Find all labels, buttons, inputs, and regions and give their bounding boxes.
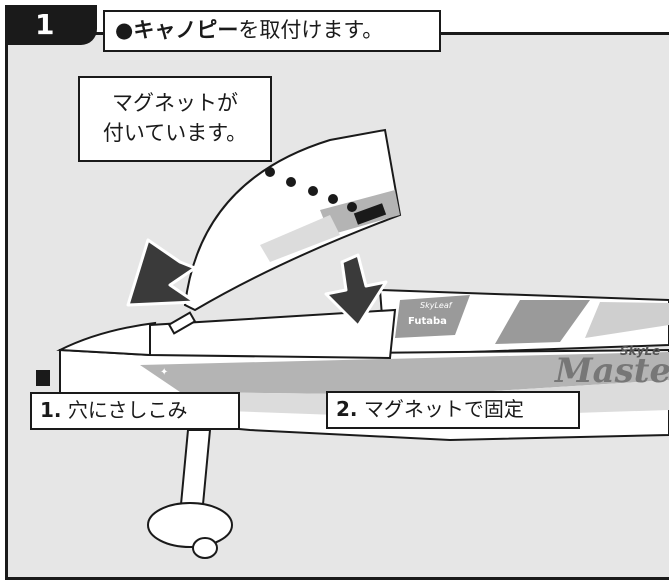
skyleaf-large-decal: SkyLe [620, 344, 660, 358]
prop-hub [36, 370, 50, 386]
canopy [183, 128, 402, 312]
title-bold: ●キャノピー [115, 18, 239, 42]
skyleaf-small-decal: SkyLeaf [420, 301, 453, 310]
fuselage-stripe-dark [140, 352, 669, 395]
step-number-badge: 1 [5, 5, 97, 45]
callout-line-1: マグネットが [112, 91, 238, 115]
futaba-decal: Futaba [408, 316, 447, 327]
wheel-pant [147, 502, 233, 548]
step-title: ●キャノピーを取付けます。 [103, 10, 441, 52]
label-number: 2. [336, 397, 358, 421]
title-rest: を取付けます。 [238, 18, 384, 42]
magnet-dot [265, 167, 275, 177]
callout-line-2: 付いています。 [102, 121, 248, 145]
label-number: 1. [40, 398, 62, 422]
step-label-magnet: 2. マグネットで固定 [326, 391, 580, 429]
step-label-insert: 1. 穴にさしこみ [30, 392, 240, 430]
press-arrow [324, 253, 388, 328]
label-text: マグネットで固定 [363, 397, 524, 421]
magnet-block [353, 203, 387, 225]
magnet-dot [286, 177, 296, 187]
magnet-dot [347, 202, 357, 212]
fuselage-nose [56, 321, 157, 357]
canopy-opening [149, 308, 397, 360]
magnet-dot [308, 186, 318, 196]
star-decal-2: ✦ [128, 361, 138, 375]
canopy-stripe-light [260, 215, 340, 262]
magnet-callout: マグネットが 付いています。 [78, 76, 272, 162]
master-decal: Maste [554, 351, 669, 391]
magnet-dot [328, 194, 338, 204]
futaba-decal-panel [395, 295, 470, 338]
wing-stripe-dark [495, 300, 590, 344]
insert-arrow [126, 238, 197, 307]
canopy-tab [167, 311, 197, 335]
wing-stripe-light [585, 302, 669, 338]
wheel [192, 537, 218, 559]
star-decal-1: ✦ [100, 353, 112, 369]
star-decal-3: ✦ [160, 367, 168, 378]
label-text: 穴にさしこみ [67, 398, 188, 422]
